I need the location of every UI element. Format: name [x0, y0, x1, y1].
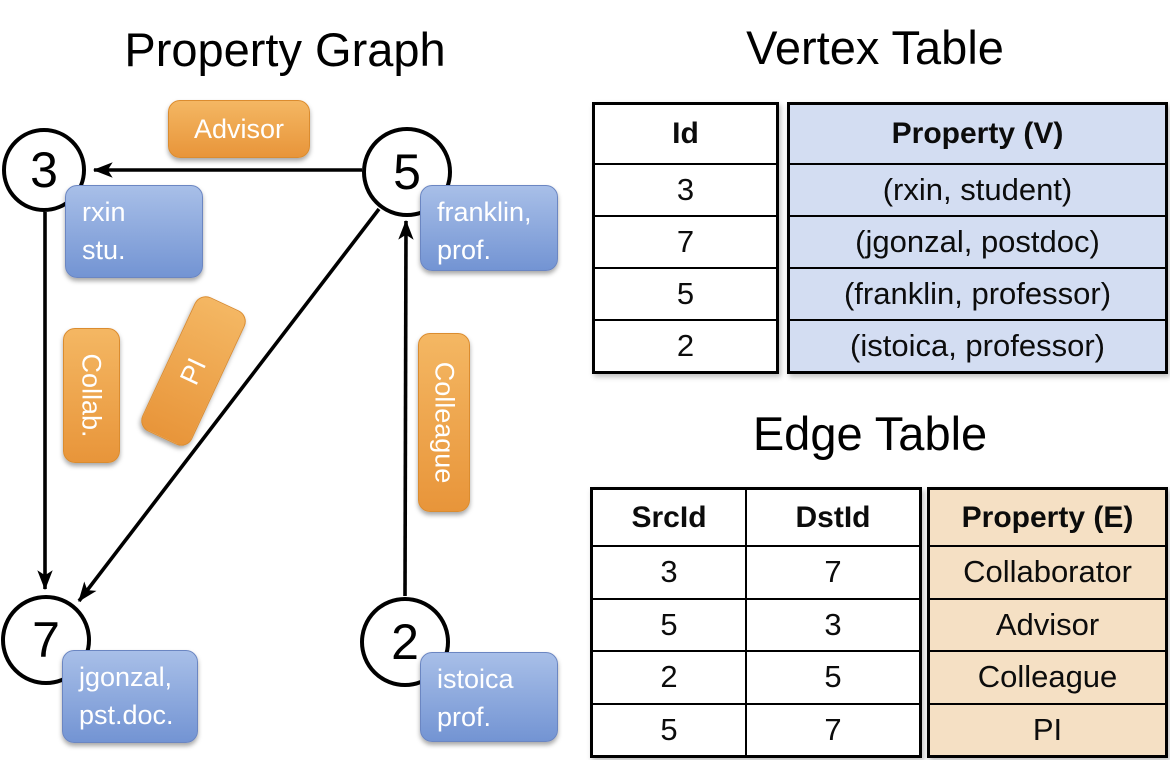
vertex-3-name: rxin	[82, 197, 126, 227]
edge-table-property-cell: Collaborator	[930, 545, 1165, 598]
edge-table-property-column: Property (E) Collaborator Advisor Collea…	[927, 487, 1168, 758]
edge-table-title: Edge Table	[752, 407, 988, 460]
graph-node-5: 5	[362, 127, 452, 217]
edge-table-dstid-cell: 5	[745, 650, 919, 703]
property-graph-title: Property Graph	[124, 23, 446, 76]
edge-pi-5-to-7	[77, 207, 381, 603]
vertex-5-name: franklin,	[437, 197, 532, 227]
edge-table-dstid-cell: 7	[745, 702, 919, 755]
edge-label-colleague: Colleague	[418, 333, 470, 512]
vertex-property-box-2: istoica prof.	[420, 652, 558, 742]
vertex-table-header-id: Id	[672, 117, 699, 150]
graph-node-2: 2	[360, 597, 450, 687]
vertex-table-title: Vertex Table	[746, 21, 1004, 74]
edge-table-srcid-cell: 5	[593, 597, 745, 651]
vertex-2-role: prof.	[437, 701, 492, 732]
vertex-table-property-cell: (rxin, student)	[790, 163, 1165, 215]
vertex-table-id-cell: 5	[595, 267, 776, 319]
edge-label-collab: Collab.	[63, 328, 120, 463]
vertex-table-header-property: Property (V)	[790, 105, 1165, 163]
edge-table-header-property: Property (E)	[930, 490, 1165, 545]
edge-table-property-cell: PI	[930, 702, 1165, 755]
vertex-table-id-cell: 7	[595, 215, 776, 267]
edge-table-property-cell: Colleague	[930, 650, 1165, 703]
node-5-id: 5	[393, 144, 421, 200]
vertex-property-box-7: jgonzal, pst.doc.	[62, 650, 198, 743]
vertex-7-name: jgonzal,	[79, 662, 173, 692]
vertex-5-role: prof.	[437, 234, 492, 265]
edge-label-colleague-text: Colleague	[429, 361, 460, 484]
edge-table-dstid-cell: 7	[745, 545, 919, 598]
vertex-3-role: stu.	[82, 234, 126, 265]
vertex-table-id-cell: 3	[595, 163, 776, 215]
edge-table-property-cell: Advisor	[930, 597, 1165, 650]
vertex-property-box-3: rxin stu.	[65, 185, 203, 278]
edge-table-id-columns: SrcId DstId 3 7 5 3 2 5 5 7	[590, 487, 922, 758]
edge-table-srcid-cell: 2	[593, 650, 745, 703]
vertex-2-name: istoica	[437, 664, 514, 694]
node-2-id: 2	[391, 614, 419, 670]
edge-table-dstid-cell: 3	[745, 597, 919, 650]
edge-table-srcid-cell: 5	[593, 702, 745, 756]
edge-label-advisor: Advisor	[168, 100, 310, 158]
vertex-7-role: pst.doc.	[79, 699, 174, 730]
graph-edges-layer	[37, 162, 414, 603]
node-7-id: 7	[32, 612, 60, 668]
vertex-table-property-cell: (franklin, professor)	[790, 267, 1165, 319]
edge-table-header-dstid: DstId	[745, 490, 919, 545]
vertex-property-box-5: franklin, prof.	[420, 185, 558, 271]
vertex-table-id-cell: 2	[595, 319, 776, 371]
edge-table-srcid-cell: 3	[593, 545, 745, 598]
vertex-table-id-column: Id 3 7 5 2	[592, 102, 779, 374]
edge-label-collab-text: Collab.	[77, 353, 108, 438]
edge-label-pi-text: PI	[174, 352, 213, 389]
edge-table-header-srcid: SrcId	[631, 500, 707, 534]
vertex-table-property-column: Property (V) (rxin, student) (jgonzal, p…	[787, 102, 1168, 374]
edge-colleague-2-to-5	[398, 219, 414, 597]
node-3-id: 3	[30, 142, 58, 198]
edge-label-advisor-text: Advisor	[193, 113, 285, 144]
vertex-table-property-cell: (jgonzal, postdoc)	[790, 215, 1165, 267]
vertex-table-property-cell: (istoica, professor)	[790, 319, 1165, 371]
